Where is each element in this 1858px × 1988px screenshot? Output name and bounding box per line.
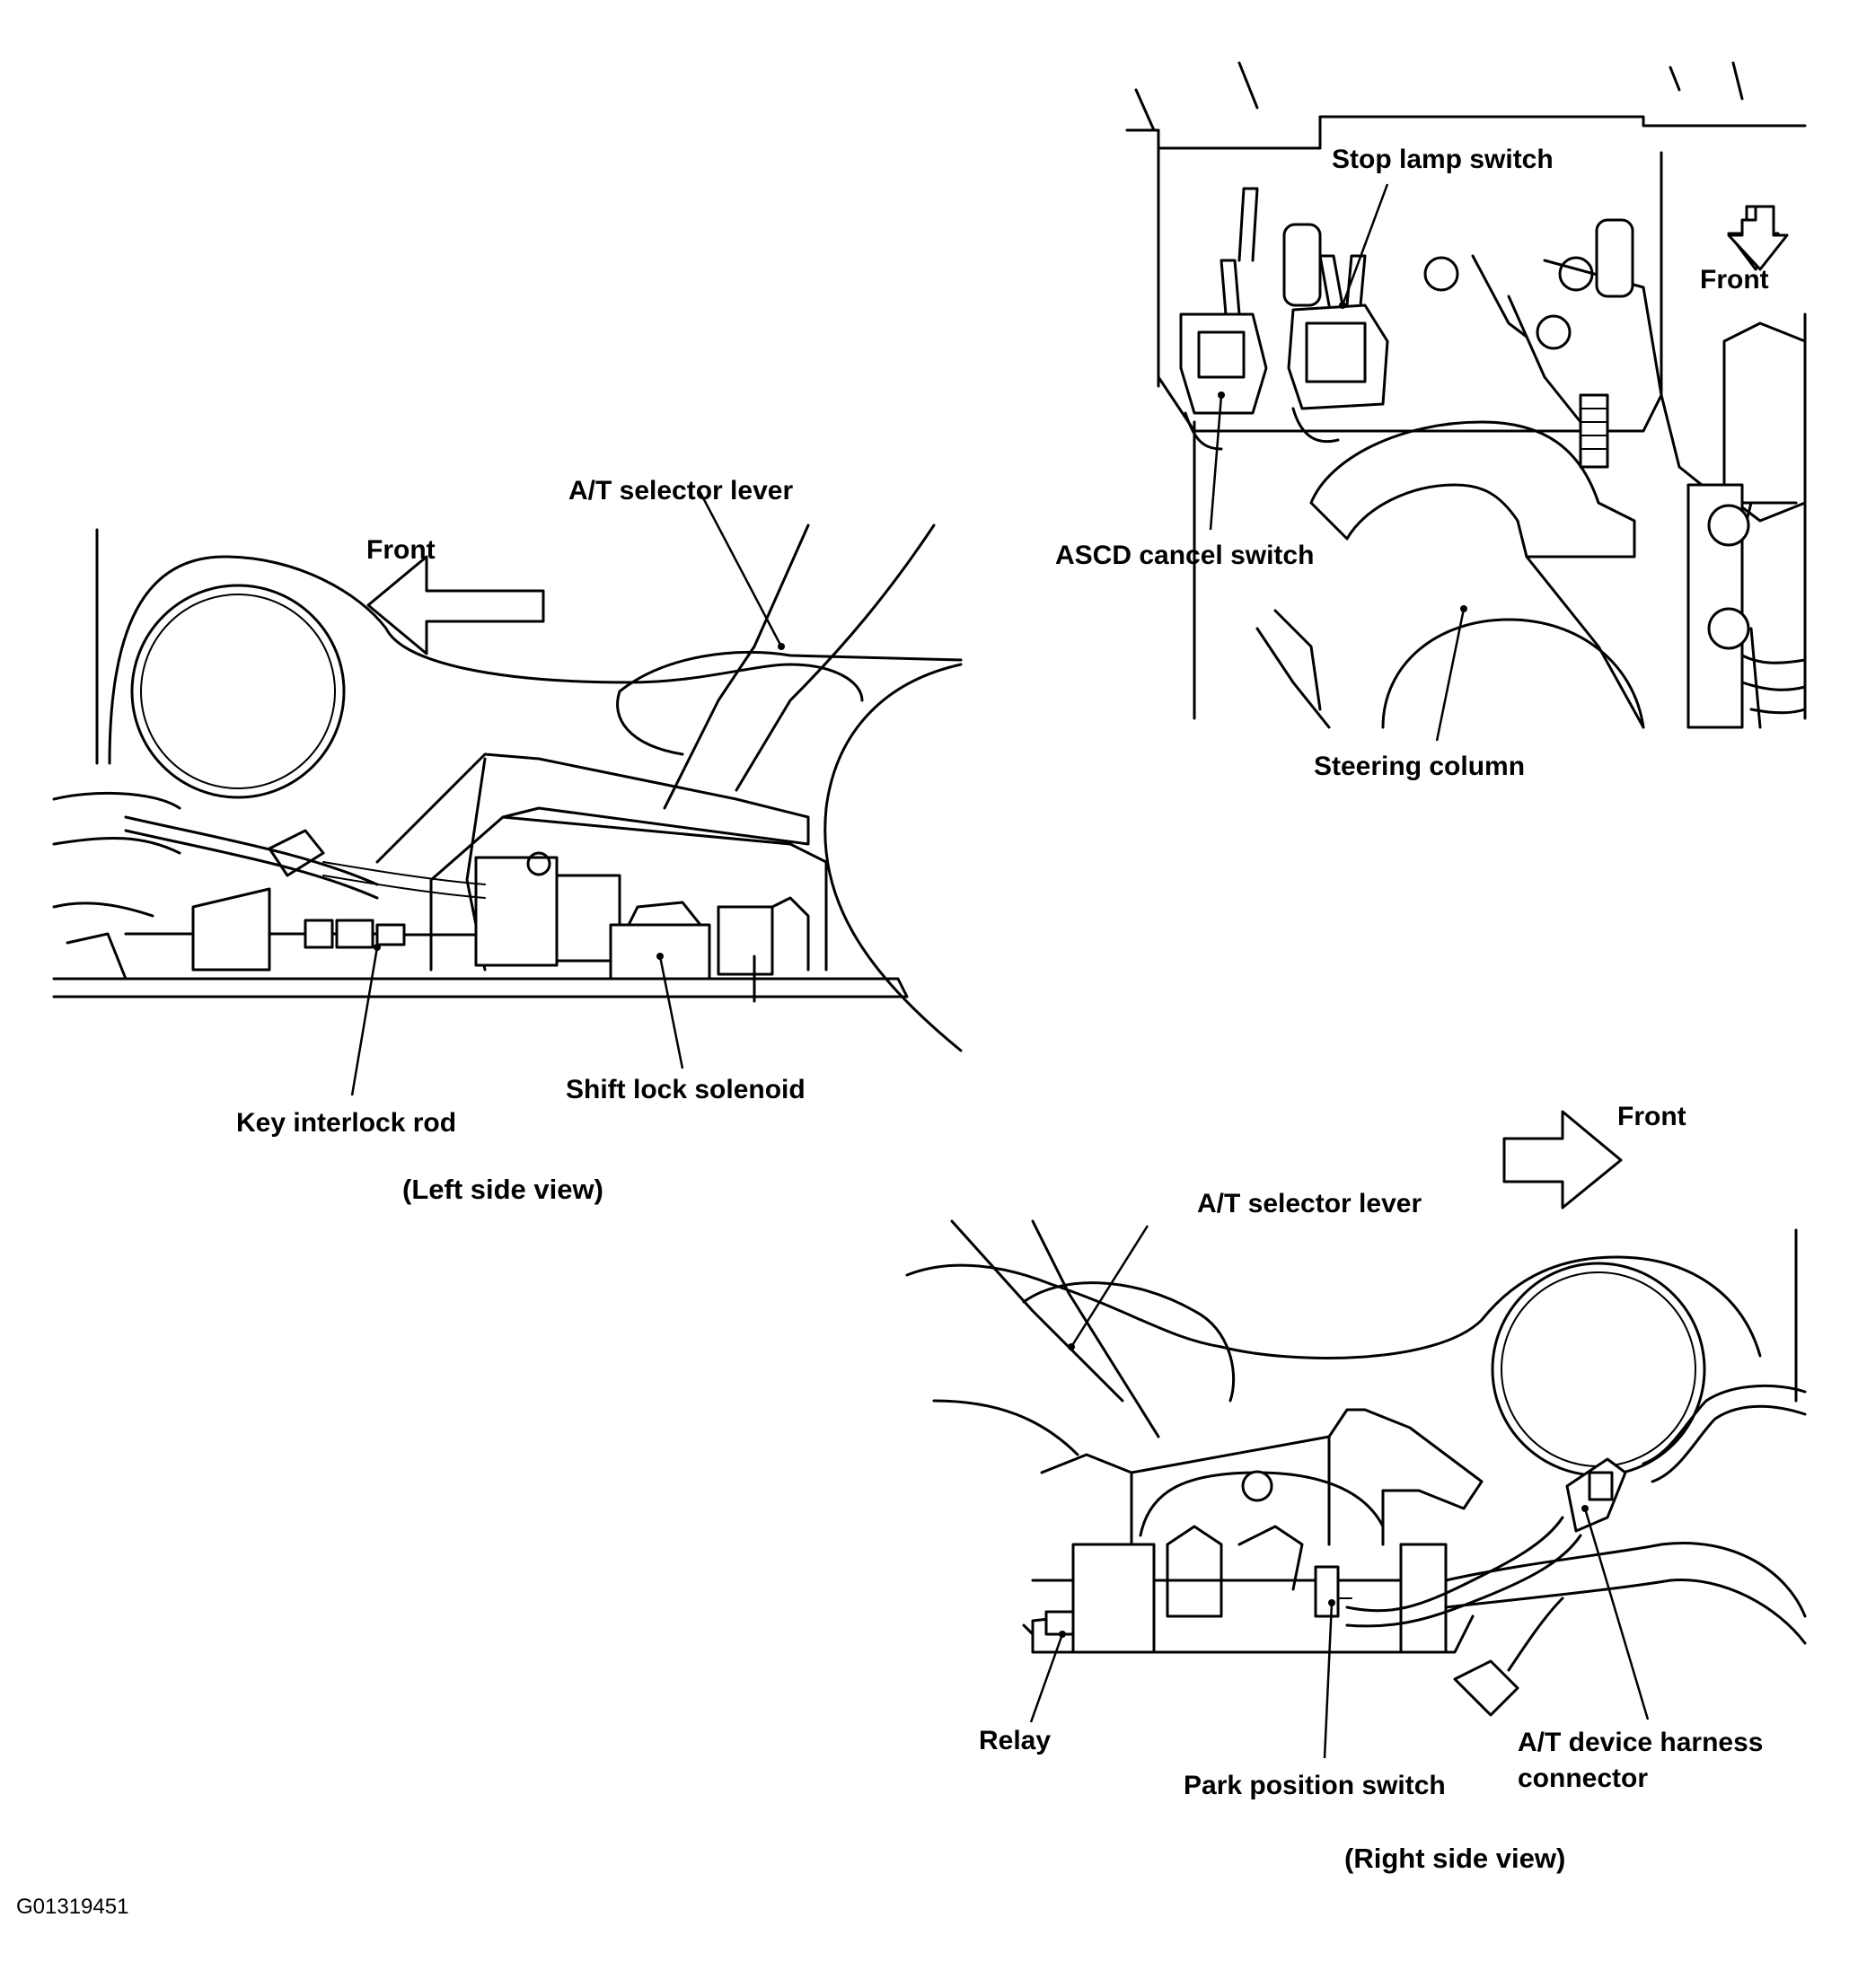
right-selector-lever-label: A/T selector lever [1197,1189,1422,1218]
right-view-caption: (Right side view) [1344,1843,1565,1874]
pedal-area-view: Stop lamp switch Front ASCD cancel switc… [1055,61,1807,781]
left-selector-lever-label: A/T selector lever [568,476,793,506]
front-arrow-left-icon [366,555,545,655]
key-interlock-rod-label: Key interlock rod [236,1108,456,1138]
relay-label: Relay [979,1726,1051,1755]
harness-connector-label-line2: connector [1518,1764,1648,1793]
front-arrow-right-icon [1502,1110,1623,1210]
steering-column-label: Steering column [1314,752,1525,781]
park-position-switch-label: Park position switch [1184,1771,1446,1800]
left-view-caption: (Left side view) [402,1174,603,1205]
top-front-label: Front [1700,265,1769,295]
ascd-cancel-switch-label: ASCD cancel switch [1055,541,1314,570]
figure-code: G01319451 [16,1895,128,1919]
shift-lock-solenoid-label: Shift lock solenoid [566,1075,806,1104]
harness-connector-label-line1: A/T device harness [1518,1728,1763,1757]
right-side-view: Front A/T selector lever Relay Park posi… [905,1102,1807,1874]
stop-lamp-switch-label: Stop lamp switch [1332,145,1554,174]
left-front-label: Front [366,535,436,565]
left-side-view: A/T selector lever Front Key interlock r… [52,476,963,1205]
right-front-label: Front [1617,1102,1686,1131]
